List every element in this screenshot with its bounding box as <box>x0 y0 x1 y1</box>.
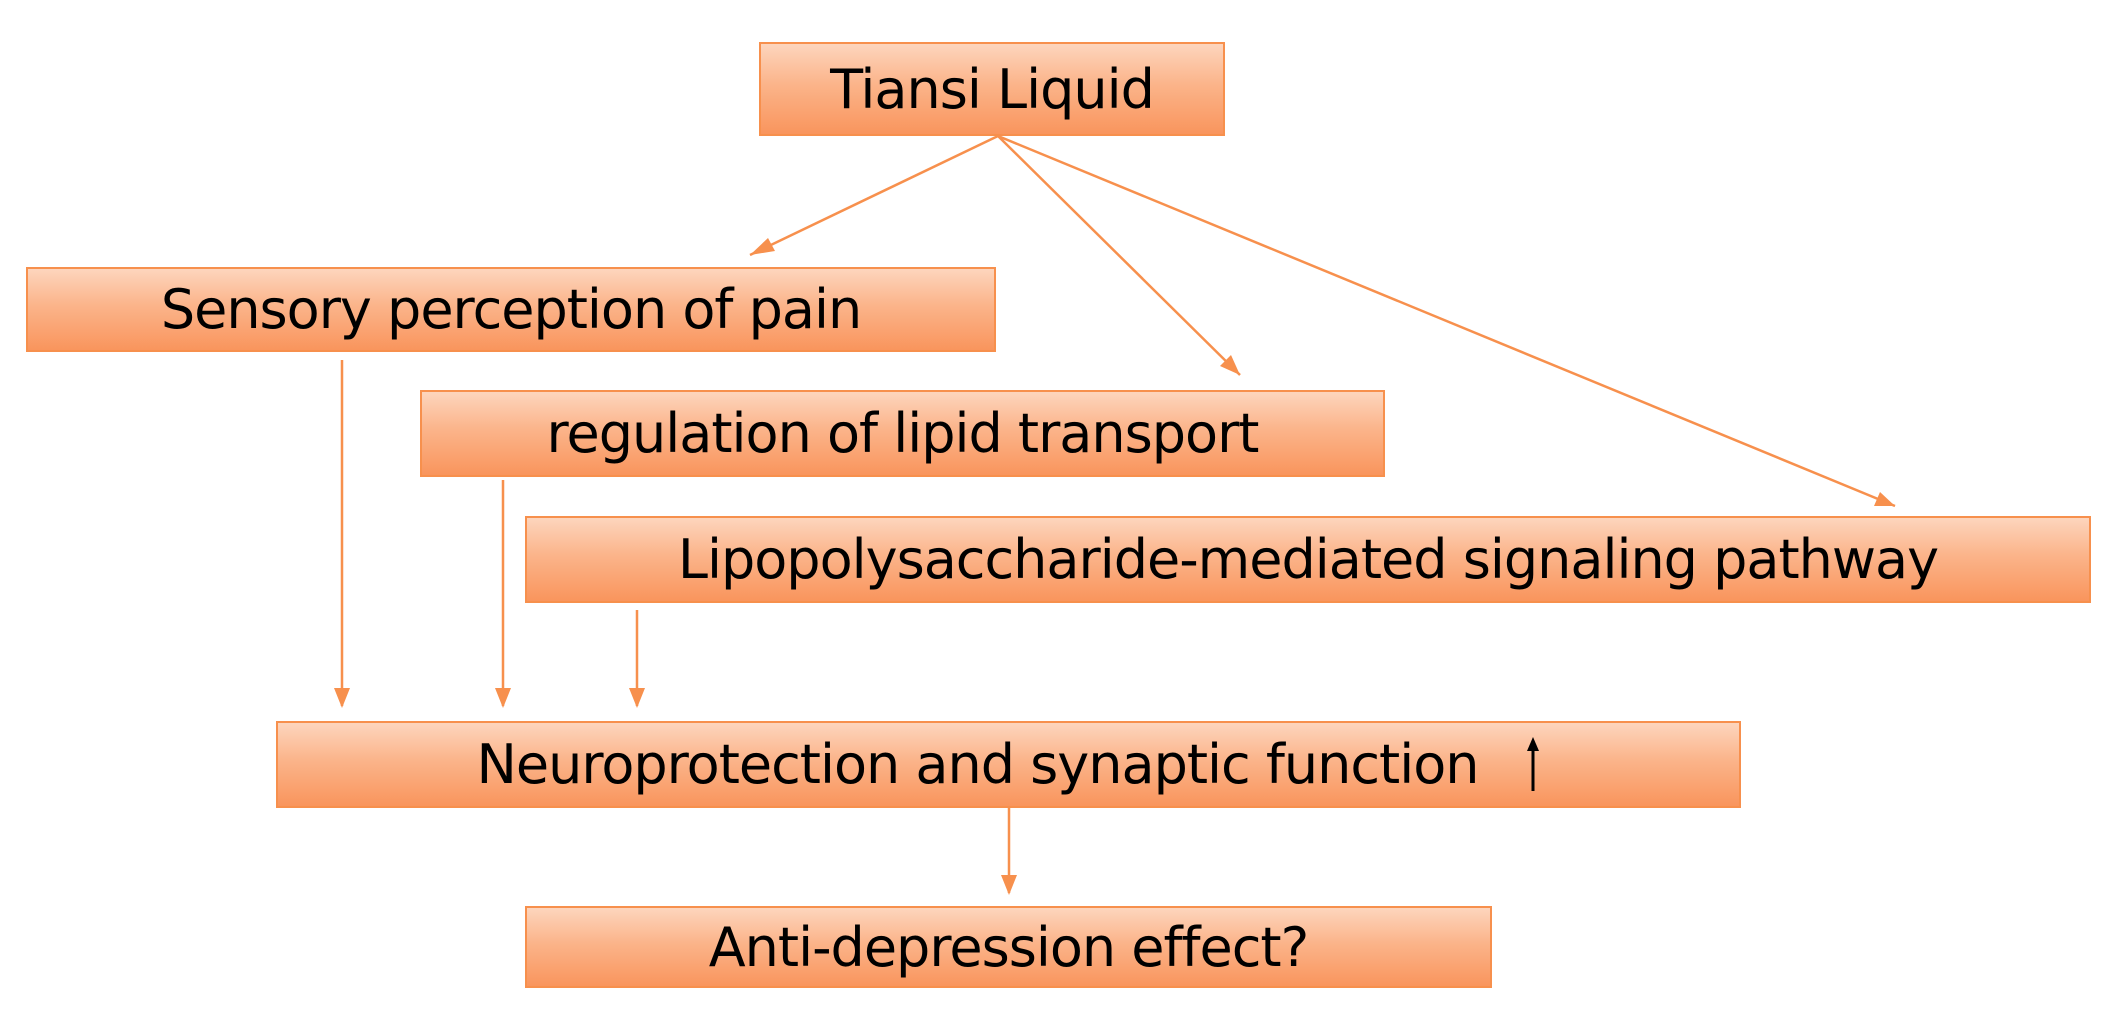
node-lipopolysaccharide-pathway: Lipopolysaccharide-mediated signaling pa… <box>525 516 2091 603</box>
node-sensory-perception-of-pain: Sensory perception of pain <box>26 267 996 352</box>
edge-tiansi-to-lps-arrowhead <box>1874 492 1895 506</box>
node-tiansi-liquid: Tiansi Liquid <box>759 42 1225 136</box>
node-neuro-label: Neuroprotection and synaptic function <box>476 733 1480 796</box>
node-pain-label: Sensory perception of pain <box>160 278 862 341</box>
node-anti-depression-effect: Anti-depression effect? <box>525 906 1492 988</box>
node-anti-label: Anti-depression effect? <box>708 915 1310 979</box>
edge-tiansi-to-lipid <box>997 135 1241 376</box>
edge-tiansi-to-pain-arrowhead <box>750 238 775 255</box>
edge-pain-to-neuro-arrowhead <box>334 688 350 708</box>
edge-lipid-to-neuro-arrowhead <box>495 688 511 708</box>
up-arrow-icon <box>1527 736 1540 791</box>
node-tiansi-label: Tiansi Liquid <box>830 57 1155 121</box>
node-lipid-label: regulation of lipid transport <box>546 402 1260 465</box>
edge-neuro-to-anti-arrowhead <box>1001 875 1017 895</box>
node-lps-label: Lipopolysaccharide-mediated signaling pa… <box>677 528 1939 591</box>
node-neuroprotection-synaptic-function: Neuroprotection and synaptic function <box>276 721 1741 808</box>
edge-tiansi-to-pain <box>749 134 999 257</box>
edge-lps-to-neuro-arrowhead <box>629 688 645 708</box>
edge-tiansi-to-lipid-arrowhead <box>1220 355 1240 375</box>
edge-tiansi-to-lps <box>997 134 1896 508</box>
node-regulation-of-lipid-transport: regulation of lipid transport <box>420 390 1385 477</box>
